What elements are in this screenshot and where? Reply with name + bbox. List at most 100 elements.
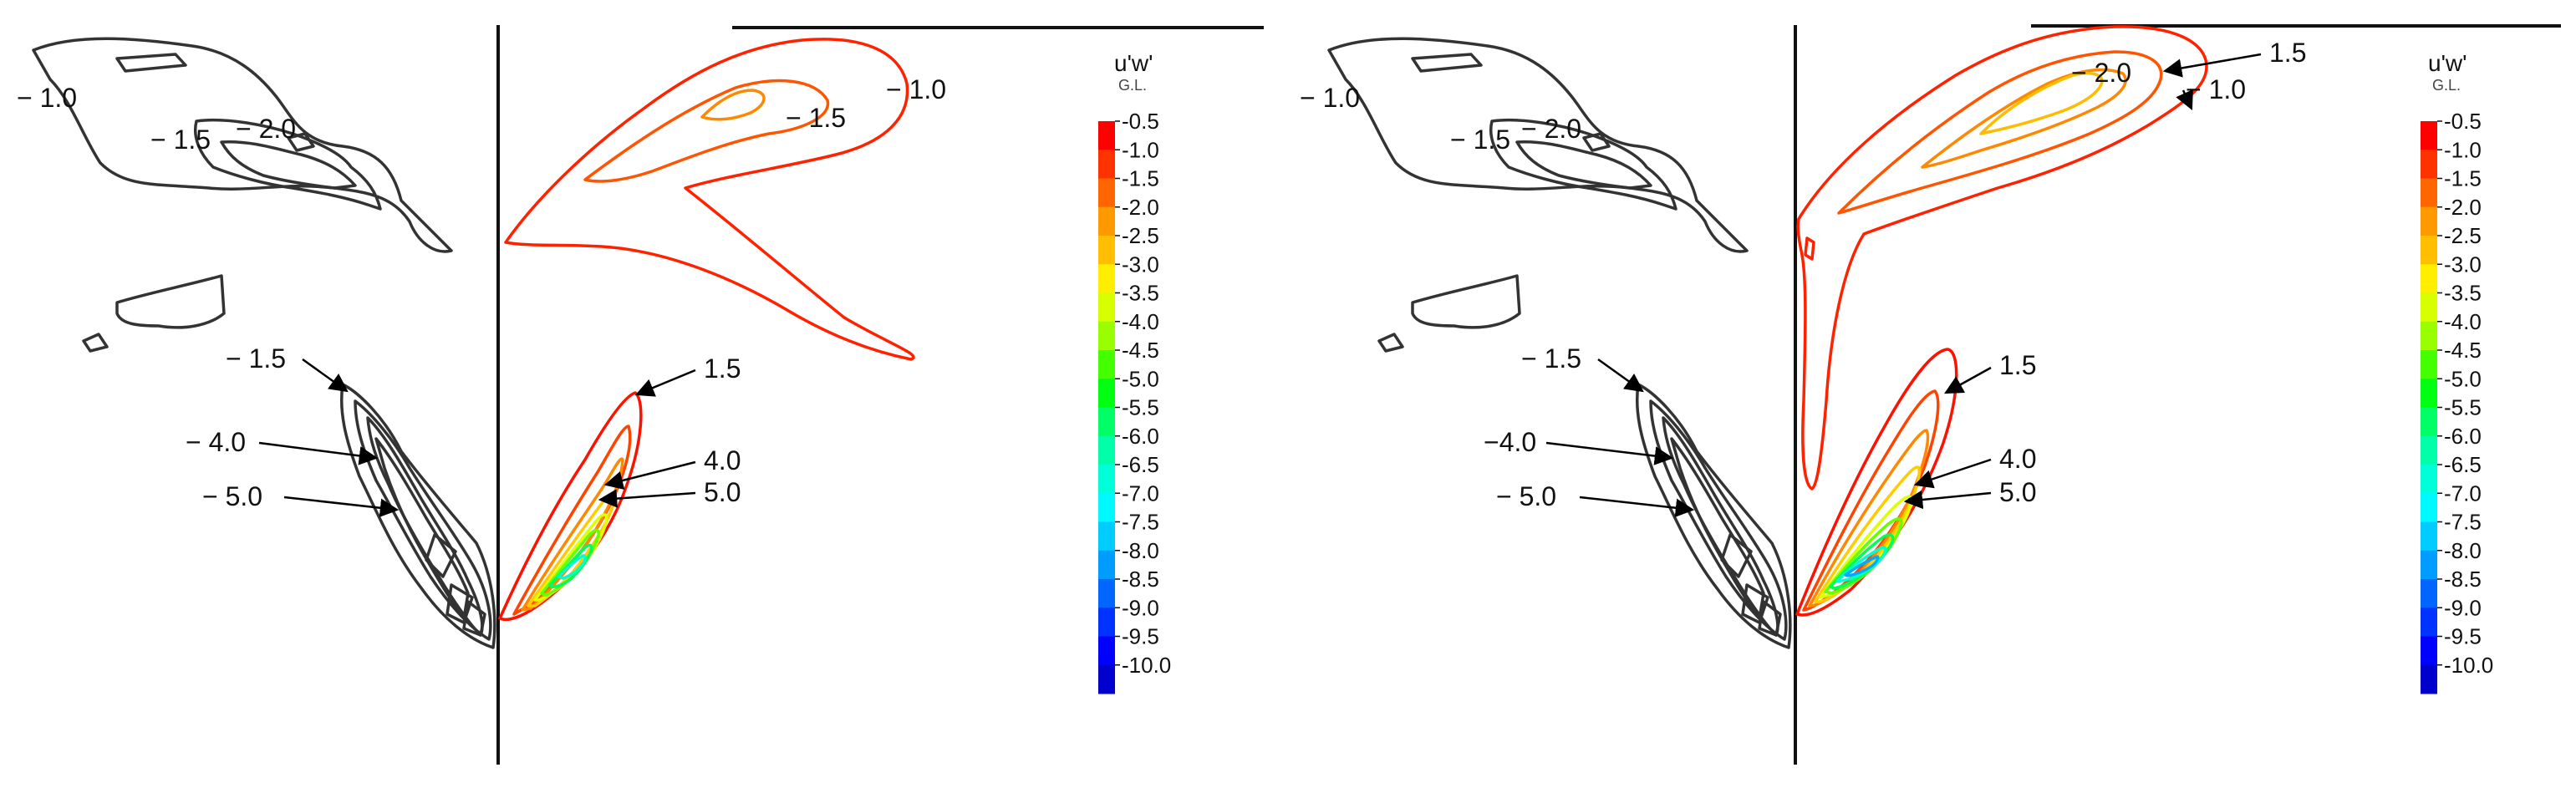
p1-colorbar-cell [1098, 407, 1115, 437]
p1-colorbar-cell [1098, 636, 1115, 666]
p1-colorbar-tick-label: -7.0 [1122, 480, 1159, 506]
p1-colorbar-tick-label: -1.0 [1122, 137, 1159, 162]
p1-colorbar-tick-label: -9.5 [1122, 624, 1159, 649]
p1-colorbar-tick-label: -5.5 [1122, 395, 1159, 420]
p1-colorbar-cell [1098, 350, 1115, 379]
p1-arrow-left-bottom-c [283, 496, 400, 517]
p2-colorbar-tick-label: -5.5 [2444, 395, 2482, 420]
p1-left-label-bottom-b: − 4.0 [186, 427, 246, 457]
p1-colorbar-title: u'w' [1114, 50, 1153, 76]
p1-colorbar-tick-label: -2.0 [1122, 195, 1159, 220]
p1-colorbar-tick-label: -4.0 [1122, 309, 1159, 334]
p1-colorbar-tick-label: -3.5 [1122, 281, 1159, 306]
p2-arrow-left-bottom-a [1597, 358, 1644, 393]
p2-arrow-left-bottom-b [1545, 441, 1674, 465]
p1-colorbar-tick-label: -1.5 [1122, 166, 1159, 191]
panel-2-colorbar: u'w' G.L. -0.5-1.0-1.5-2.0-2.5-3.0-3.5-4… [2421, 50, 2493, 694]
p1-colorbar-tick-label: -6.5 [1122, 452, 1159, 477]
p1-colorbar-tick-label: -3.0 [1122, 252, 1159, 277]
p2-colorbar-cell [2421, 465, 2437, 494]
p2-arrow-right-bottom-c [1903, 490, 1992, 510]
p2-colorbar-tick-label: -7.0 [2444, 480, 2482, 506]
p2-right-label-top-a: 1.5 [2269, 38, 2306, 68]
p1-colorbar-tick-label: -8.0 [1122, 538, 1159, 563]
panel-1-right-contours [498, 38, 915, 621]
panel-2-annotations: − 1.0 − 1.5 − 2.0 − 1.5 −4.0 − 5.0 1.5 −… [1300, 38, 2306, 517]
p1-colorbar-cell [1098, 292, 1115, 323]
p1-left-label-top-b: − 1.5 [150, 125, 211, 155]
p2-colorbar-tick-label: -5.0 [2444, 366, 2482, 391]
p2-colorbar-title: u'w' [2428, 50, 2467, 76]
p2-colorbar-subtitle: G.L. [2432, 77, 2461, 94]
p2-right-label-top-b: − 2.0 [2071, 58, 2131, 88]
p2-colorbar-cell [2421, 178, 2437, 208]
p2-colorbar-tick-label: -1.5 [2444, 166, 2482, 191]
p1-colorbar-cell [1098, 150, 1115, 179]
p1-left-label-top-a: − 1.0 [17, 83, 77, 113]
p2-colorbar-tick-label: -0.5 [2444, 109, 2482, 134]
p2-colorbar-tick-label: -8.5 [2444, 567, 2482, 592]
p2-arrow-right-bottom-b [1913, 458, 1992, 489]
p1-arrow-right-bottom-a [634, 369, 696, 397]
p2-colorbar-tick-label: -9.0 [2444, 595, 2482, 620]
p1-colorbar-cell [1098, 465, 1115, 494]
p2-colorbar-cell [2421, 150, 2437, 179]
p2-colorbar-cell [2421, 321, 2437, 351]
p2-colorbar-tick-label: -2.0 [2444, 195, 2482, 220]
p1-colorbar-cell [1098, 664, 1115, 694]
p2-colorbar-tick-label: -4.5 [2444, 338, 2482, 363]
p1-left-label-bottom-a: − 1.5 [226, 343, 286, 374]
p1-right-label-bottom-c: 5.0 [704, 477, 741, 507]
p1-colorbar-tick-label: -7.5 [1122, 510, 1159, 535]
p1-colorbar-cell [1098, 206, 1115, 236]
p2-colorbar-cell [2421, 579, 2437, 608]
p1-colorbar-tick-label: -0.5 [1122, 109, 1159, 134]
p2-colorbar-cell [2421, 236, 2437, 265]
p2-right-label-bottom-a: 1.5 [1999, 350, 2036, 380]
panel-2-left-contours [1327, 37, 1792, 649]
p1-colorbar-tick-label: -8.5 [1122, 567, 1159, 592]
p1-right-label-bottom-a: 1.5 [704, 353, 741, 384]
p2-colorbar-cell [2421, 521, 2437, 552]
p1-right-label-bottom-b: 4.0 [704, 445, 741, 475]
panel-1-left-contours [32, 37, 496, 649]
p2-colorbar-cell [2421, 379, 2437, 408]
p2-left-label-bottom-a: − 1.5 [1521, 343, 1581, 374]
p2-left-label-bottom-b: −4.0 [1484, 427, 1536, 457]
p1-colorbar-cell [1098, 236, 1115, 265]
panel-1: − 1.0 − 1.5 − 2.0 − 1.5 − 4.0 − 5.0 − 1.… [17, 25, 1264, 765]
p1-colorbar-tick-label: -2.5 [1122, 223, 1159, 248]
p1-arrow-left-bottom-a [302, 358, 349, 393]
p2-colorbar-tick-label: -2.5 [2444, 223, 2482, 248]
p1-colorbar-cell [1098, 521, 1115, 552]
p1-colorbar-cell [1098, 379, 1115, 408]
p2-colorbar-cell [2421, 206, 2437, 236]
p1-right-label-top-a: − 1.0 [886, 74, 946, 104]
panel-2-right-contours [1795, 25, 2208, 617]
p2-left-label-bottom-c: − 5.0 [1496, 481, 1556, 511]
panel-1-colorbar: u'w' G.L. -0.5-1.0-1.5-2.0-2.5-3.0-3.5-4… [1098, 50, 1171, 694]
p2-colorbar-tick-label: -3.5 [2444, 281, 2482, 306]
p1-colorbar-cell [1098, 608, 1115, 637]
p1-colorbar-cell [1098, 435, 1115, 465]
p1-left-label-bottom-c: − 5.0 [202, 481, 262, 511]
p2-colorbar-tick-label: -8.0 [2444, 538, 2482, 563]
p2-colorbar-cell [2421, 664, 2437, 694]
p1-colorbar-tick-label: -6.0 [1122, 424, 1159, 449]
p2-colorbar-tick-label: -10.0 [2444, 653, 2493, 678]
p1-colorbar-tick-label: -9.0 [1122, 595, 1159, 620]
p1-colorbar-cell [1098, 264, 1115, 293]
p2-colorbar-cell [2421, 121, 2437, 150]
p2-colorbar-cell [2421, 350, 2437, 379]
p1-arrow-left-bottom-b [258, 441, 379, 465]
p1-colorbar-cell [1098, 121, 1115, 150]
panel-1-annotations: − 1.0 − 1.5 − 2.0 − 1.5 − 4.0 − 5.0 − 1.… [17, 74, 946, 517]
p2-left-label-top-c: − 2.0 [1521, 114, 1581, 144]
p2-left-label-top-a: − 1.0 [1300, 83, 1360, 113]
p1-right-label-top-b: − 1.5 [786, 103, 846, 133]
p1-arrow-right-bottom-c [598, 489, 696, 508]
p2-right-label-top-c: − 1.0 [2186, 74, 2246, 104]
p1-colorbar-cell [1098, 550, 1115, 580]
